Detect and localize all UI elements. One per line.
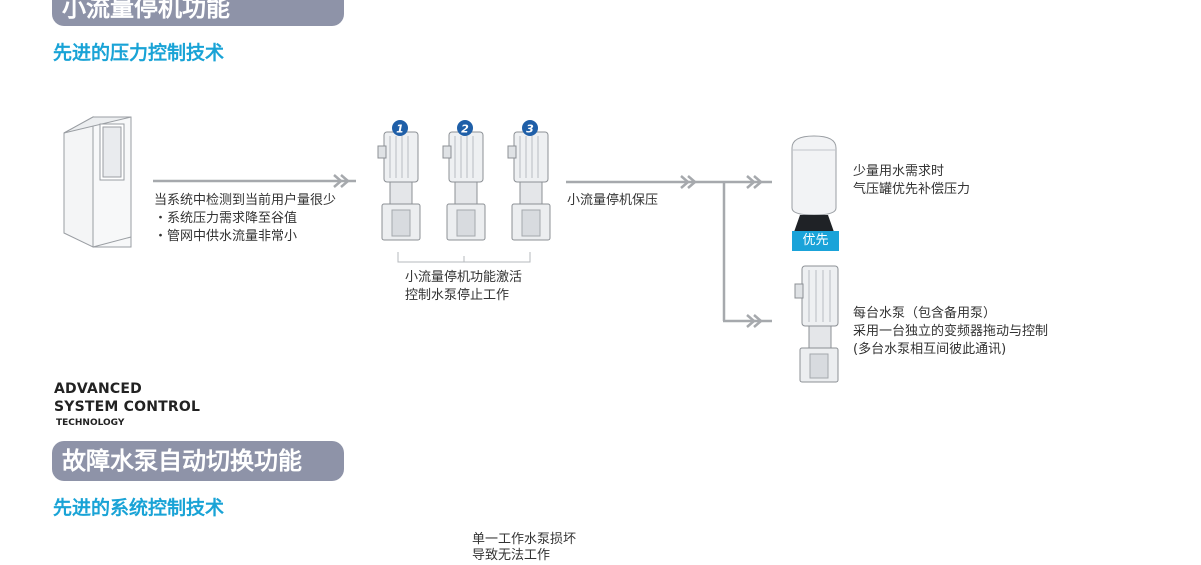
section-subtitle: 先进的压力控制技术 bbox=[53, 42, 225, 64]
tank-text-line1: 少量用水需求时 bbox=[853, 164, 945, 179]
brand-line3: TECHNOLOGY bbox=[56, 418, 125, 428]
cabinet-text-line2: ・系统压力需求降至谷值 bbox=[154, 211, 298, 226]
cabinet-text-line3: ・管网中供水流量非常小 bbox=[154, 229, 298, 244]
pump-number-3: 3 bbox=[526, 123, 534, 136]
arrow-label: 小流量停机保压 bbox=[567, 193, 659, 208]
pump-text-line2: 采用一台独立的变频器拖动与控制 bbox=[853, 324, 1049, 339]
brand-line2: SYSTEM CONTROL bbox=[54, 399, 201, 415]
cabinet-text-line1: 当系统中检测到当前用户量很少 bbox=[154, 193, 337, 208]
pump-2 bbox=[442, 131, 486, 241]
brand-line1: ADVANCED bbox=[54, 381, 142, 397]
section-title-text: 故障水泵自动切换功能 bbox=[62, 447, 302, 475]
pumps-caption-line2: 控制水泵停止工作 bbox=[405, 288, 510, 303]
pump-number-1: 1 bbox=[396, 123, 404, 136]
failover-caption-line1: 单一工作水泵损坏 bbox=[472, 532, 577, 547]
pump-text-line3: (多台水泵相互间彼此通讯) bbox=[853, 342, 1007, 357]
section-title-low-flow: 小流量停机功能 bbox=[52, 0, 344, 26]
brand-logo-text: ADVANCED SYSTEM CONTROL TECHNOLOGY bbox=[54, 380, 200, 430]
pump-number-3-badge bbox=[522, 120, 538, 136]
pumps-caption-line1: 小流量停机功能激活 bbox=[405, 270, 523, 285]
pump-group: 1 2 3 bbox=[377, 120, 551, 241]
pump-standby bbox=[794, 265, 839, 383]
control-cabinet bbox=[63, 116, 132, 248]
pump-text-line1: 每台水泵（包含备用泵） bbox=[853, 306, 997, 321]
tank-text-line2: 气压罐优先补偿压力 bbox=[853, 182, 971, 197]
pump-3 bbox=[507, 131, 551, 241]
pump-number-2: 2 bbox=[461, 123, 469, 136]
pump-number-2-badge bbox=[457, 120, 473, 136]
pump-1 bbox=[377, 131, 421, 241]
arrow-pumps-to-outputs bbox=[566, 175, 772, 328]
section-title-failover: 故障水泵自动切换功能 bbox=[52, 441, 344, 481]
section-title-text: 小流量停机功能 bbox=[62, 0, 230, 22]
failover-caption-line2: 导致无法工作 bbox=[472, 548, 551, 563]
arrow-cabinet-to-pumps bbox=[153, 174, 356, 188]
priority-badge: 优先 bbox=[792, 231, 839, 251]
section-subtitle-2: 先进的系统控制技术 bbox=[53, 497, 225, 519]
pressure-tank bbox=[791, 135, 837, 232]
pumps-bracket bbox=[397, 252, 531, 263]
pump-number-1-badge bbox=[392, 120, 408, 136]
